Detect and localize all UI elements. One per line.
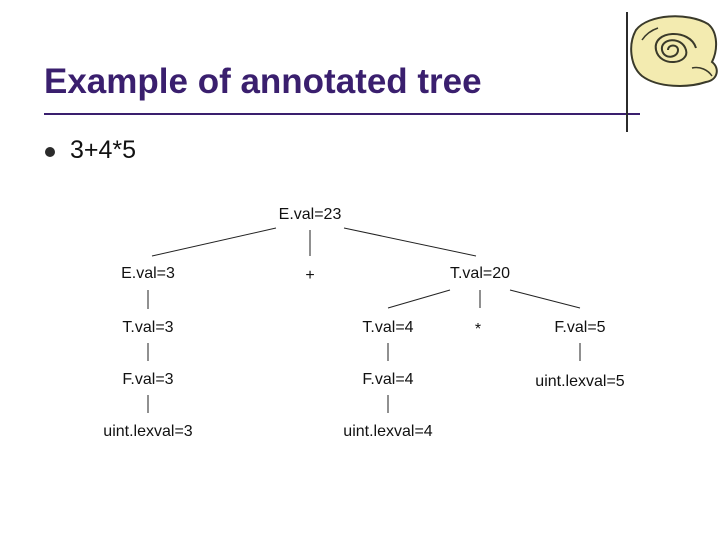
edge-e23-t20 — [343, 227, 477, 257]
node-e3: E.val=3 — [121, 265, 175, 282]
title-underline — [44, 113, 640, 115]
edge-t20-t4 — [387, 289, 451, 309]
node-plus: + — [305, 267, 314, 284]
node-u5: uint.lexval=5 — [535, 373, 624, 390]
node-e23: E.val=23 — [279, 206, 342, 223]
node-t3: T.val=3 — [122, 319, 173, 336]
node-f3: F.val=3 — [122, 371, 173, 388]
edge-e23-e3 — [151, 227, 277, 257]
edge-t20-f5 — [509, 289, 581, 309]
node-f5: F.val=5 — [554, 319, 605, 336]
node-f4: F.val=4 — [362, 371, 413, 388]
slide-title: Example of annotated tree — [44, 62, 482, 101]
scroll-icon — [630, 15, 718, 87]
node-star: * — [475, 321, 481, 338]
vertical-divider — [626, 12, 628, 132]
node-t4: T.val=4 — [362, 319, 413, 336]
node-u3: uint.lexval=3 — [103, 423, 192, 440]
node-t20: T.val=20 — [450, 265, 510, 282]
node-u4: uint.lexval=4 — [343, 423, 432, 440]
bullet-dot — [45, 147, 55, 157]
bullet-expression: 3+4*5 — [70, 136, 137, 164]
